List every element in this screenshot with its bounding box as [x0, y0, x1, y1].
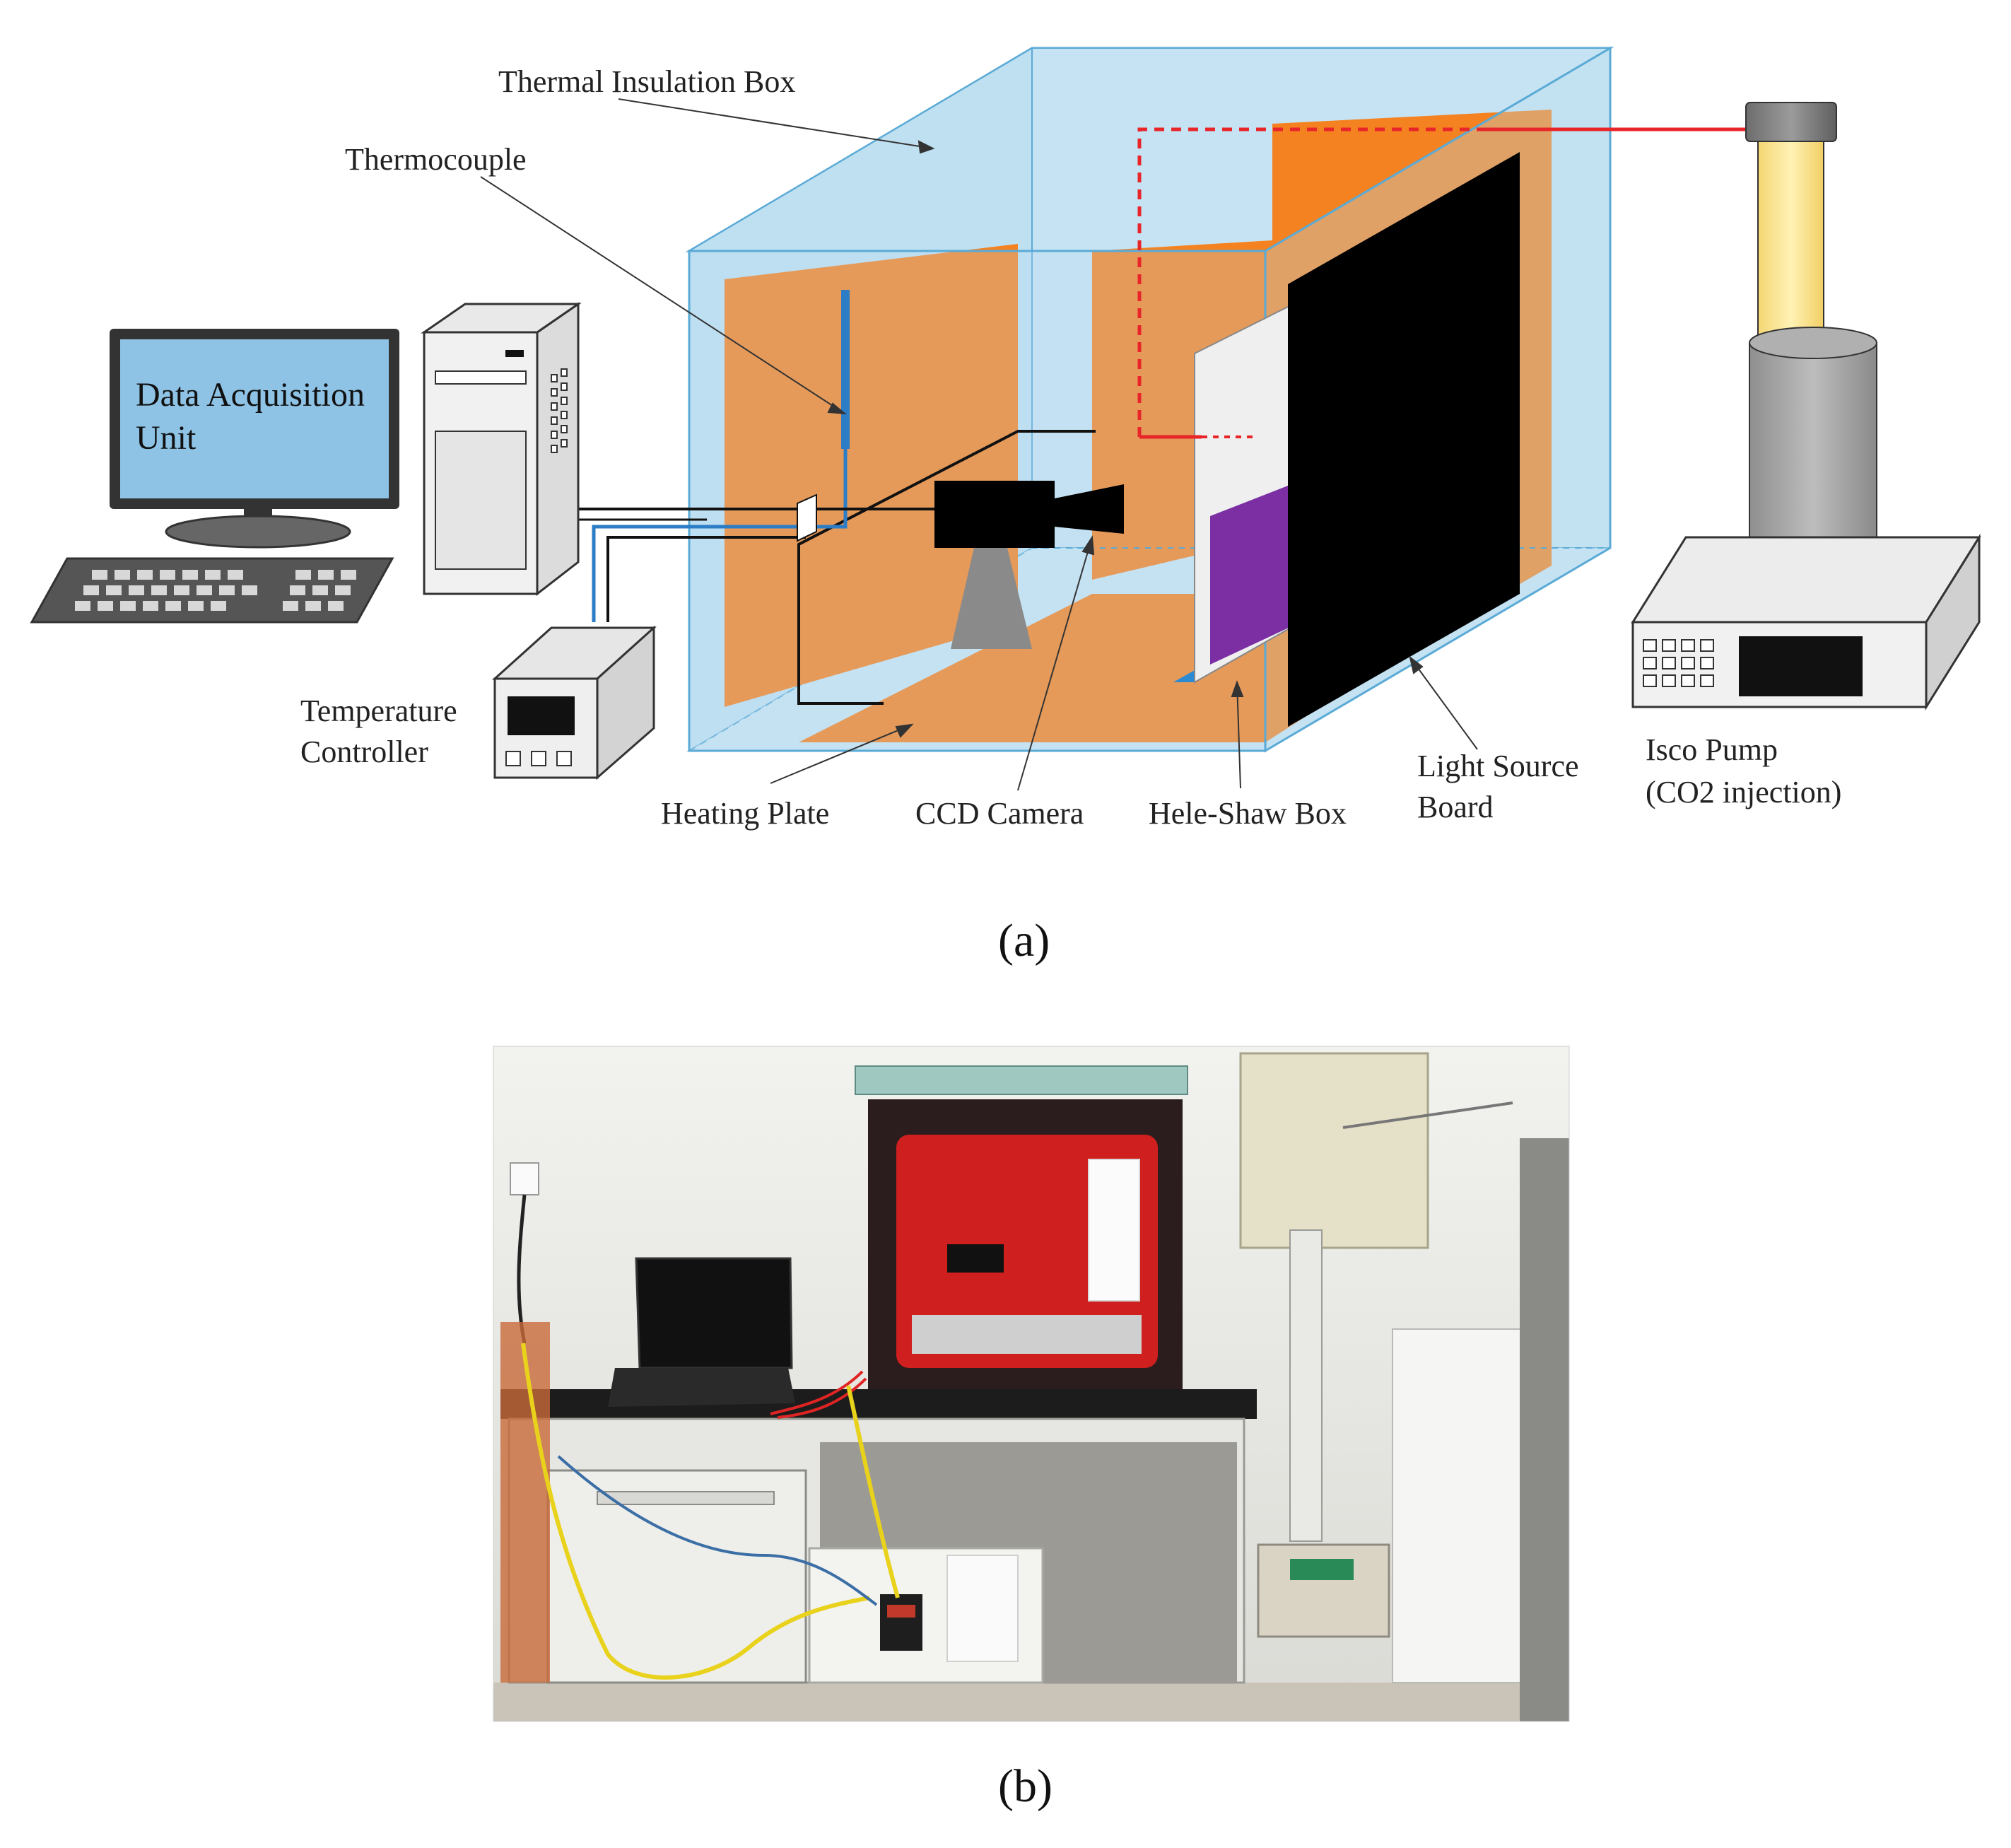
arrow-thermal-box [917, 140, 935, 154]
caption-b: (b) [998, 1760, 1053, 1812]
label-temperature-controller-line1: Temperature [300, 694, 457, 728]
thermocouple-rod [841, 290, 850, 449]
photo-pump-column [1289, 1229, 1323, 1542]
controller-button-3 [556, 751, 572, 766]
drawer-handle [597, 1491, 775, 1505]
photo-temp-controller [880, 1594, 922, 1651]
arrow-heating-plate [895, 723, 914, 738]
box-port [797, 493, 817, 542]
photo-floor [493, 1683, 1569, 1721]
leader-thermocouple [480, 176, 845, 414]
pc-drive-bay [435, 370, 527, 385]
label-heating-plate: Heating Plate [661, 796, 829, 831]
controller-display [508, 696, 575, 735]
pc-vents [551, 368, 568, 453]
photo-panel-box [1239, 1052, 1429, 1249]
ccd-camera [934, 481, 1124, 649]
photo-box-floor [912, 1315, 1142, 1354]
wall-socket [510, 1162, 539, 1195]
pump-cap [1745, 102, 1837, 142]
data-acquisition-label-line2: Unit [136, 419, 197, 457]
controller-button-1 [505, 751, 521, 766]
leader-thermal-box [618, 98, 934, 149]
keyboard-keys [75, 570, 356, 611]
temperature-controller [492, 625, 657, 780]
pump-body-top [1749, 327, 1877, 359]
pump-display [1739, 636, 1863, 696]
photo-controller-display [887, 1605, 915, 1618]
wiring [578, 430, 1096, 705]
label-ccd-camera: CCD Camera [915, 796, 1084, 831]
label-light-source-line1: Light Source [1417, 749, 1579, 783]
arrow-light-source [1409, 655, 1424, 674]
co2-injection-line [1137, 127, 1757, 439]
leader-lines [480, 98, 1478, 791]
pc-front-panel [435, 431, 527, 570]
label-hele-shaw-box: Hele-Shaw Box [1149, 796, 1347, 831]
yellow-cable [521, 1343, 900, 1680]
blue-cable [557, 1455, 878, 1606]
leader-ccd-camera [1017, 537, 1093, 791]
camera-cable [797, 430, 1096, 705]
hele-shaw-box [1173, 299, 1325, 684]
pc-drive-slot [505, 350, 524, 357]
pump-keypad [1643, 639, 1714, 687]
label-isco-pump-line1: Isco Pump [1646, 732, 1778, 767]
light-source-board [1288, 152, 1520, 727]
foam-block [946, 1555, 1019, 1662]
red-wires [770, 1370, 867, 1419]
pump-cylinder [1757, 141, 1824, 344]
panel-b-photo: (b) [493, 1046, 1570, 1812]
label-thermocouple: Thermocouple [345, 142, 527, 177]
photo-pump-display [1290, 1559, 1354, 1580]
controller-cable [606, 536, 806, 622]
leader-hele-shaw [1236, 682, 1241, 789]
label-temperature-controller-line2: Controller [300, 735, 428, 769]
controller-button-2 [531, 751, 546, 766]
panel-a-schematic: Data Acquisition Unit [30, 46, 1981, 966]
photo-gas-cylinder [1520, 1138, 1569, 1721]
label-isco-pump-line2: (CO2 injection) [1646, 775, 1841, 809]
panel-a-labels: Thermal Insulation Box Thermocouple Temp… [300, 64, 1841, 831]
label-thermal-insulation-box: Thermal Insulation Box [498, 64, 795, 99]
monitor-base [165, 515, 351, 549]
photo-box-lid [855, 1065, 1188, 1095]
leader-light-source [1409, 657, 1478, 750]
computer: Data Acquisition Unit [30, 302, 582, 624]
monitor-screen [120, 339, 389, 498]
photo-border [493, 1046, 1570, 1722]
leader-heating-plate [770, 724, 913, 784]
arrow-thermocouple [827, 402, 848, 415]
caption-a: (a) [998, 915, 1050, 966]
camera-lens [1055, 484, 1124, 534]
thermocouple-wire-blue [592, 449, 848, 622]
photo-camera [947, 1244, 1004, 1273]
arrow-hele-shaw [1231, 680, 1244, 697]
photo-light-panel [1088, 1159, 1140, 1302]
photo-pump-controller [1257, 1543, 1390, 1638]
camera-body [934, 481, 1055, 548]
laptop-base [608, 1368, 795, 1407]
pump-base-top [1631, 536, 1981, 624]
label-light-source-line2: Board [1417, 790, 1494, 824]
hele-shaw-fluid [1210, 481, 1301, 665]
bench-drawer [546, 1469, 807, 1684]
laptop-screen [635, 1257, 793, 1369]
left-orange-panel [500, 1322, 550, 1683]
isco-pump [1631, 102, 1981, 711]
camera-stand [951, 548, 1032, 649]
photo-co2-tube [1342, 1101, 1513, 1129]
arrow-ccd-camera [1081, 535, 1095, 556]
data-acquisition-label-line1: Data Acquisition [136, 376, 365, 414]
